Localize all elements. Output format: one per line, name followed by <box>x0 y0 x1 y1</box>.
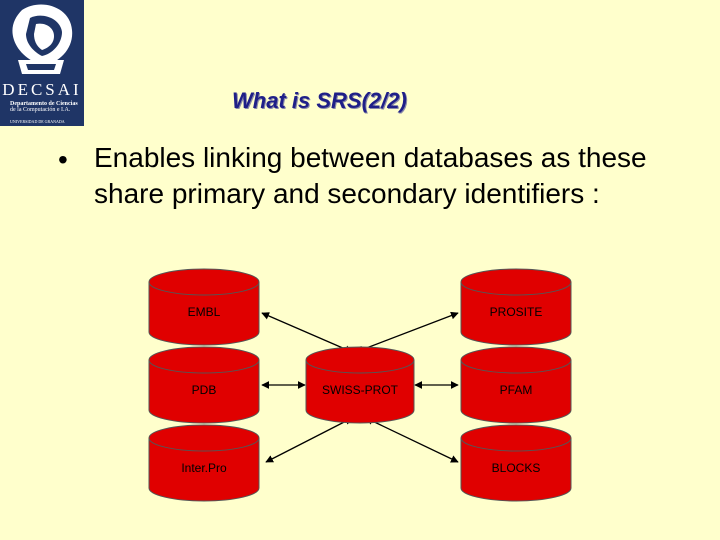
logo-line-4: UNIVERSIDAD DE GRANADA <box>10 119 65 124</box>
slide-title: What is SRS(2/2) <box>232 88 407 113</box>
cylinder-swissprot <box>305 346 415 424</box>
logo-line-1: Departamento de Ciencias <box>10 101 78 107</box>
db-label-interpro: Inter.Pro <box>181 461 227 475</box>
db-label-pfam: PFAM <box>499 383 533 397</box>
logo-name: DECSAI <box>2 80 82 99</box>
db-label-prosite: PROSITE <box>489 305 543 319</box>
cylinder-prosite <box>460 268 572 346</box>
link-swissprot-blocks <box>365 417 459 463</box>
bullet-marker: • <box>58 144 68 175</box>
link-prosite-swissprot <box>355 311 459 354</box>
cylinder-pfam <box>460 346 572 424</box>
cylinder-pdb <box>148 346 260 424</box>
db-label-blocks: BLOCKS <box>491 461 541 475</box>
logo-line-2: de la Computación e I.A. <box>10 107 71 113</box>
bullet-text: Enables linking between databases as the… <box>94 142 647 209</box>
cylinder-blocks <box>460 424 572 502</box>
cylinder-embl <box>148 268 260 346</box>
db-label-swissprot: SWISS-PROT <box>321 383 398 397</box>
link-embl-swissprot <box>261 312 353 353</box>
emblem-icon <box>12 4 73 74</box>
cylinder-interpro <box>148 424 260 502</box>
link-swissprot-interpro <box>265 417 353 463</box>
decsai-logo: DECSAI Departamento de Ciencias de la Co… <box>0 0 84 126</box>
db-label-embl: EMBL <box>187 305 221 319</box>
db-label-pdb: PDB <box>191 383 217 397</box>
